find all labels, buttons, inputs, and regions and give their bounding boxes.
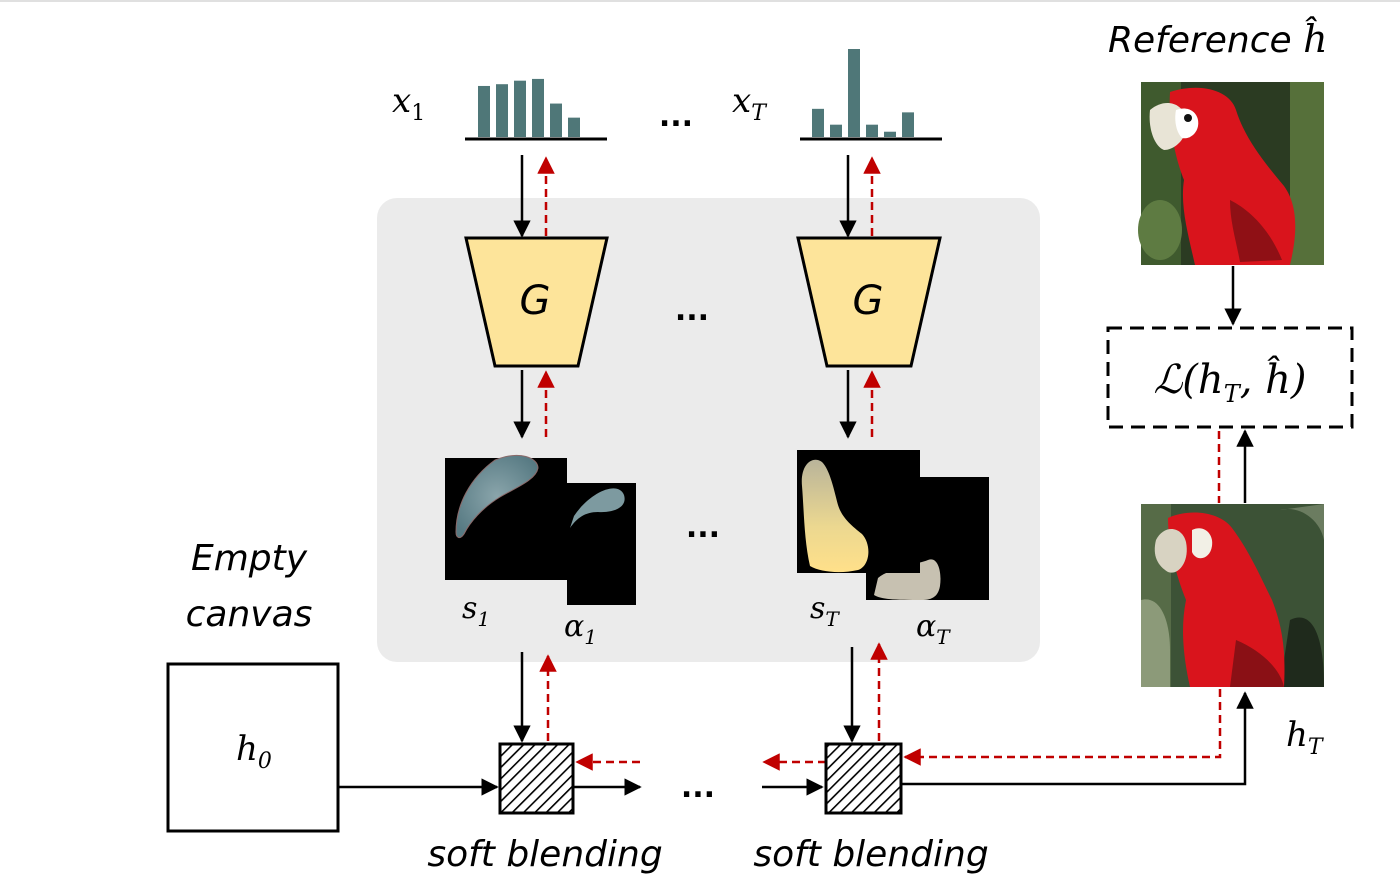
- generator-1: G: [464, 236, 609, 368]
- histogram-x1: [478, 78, 580, 137]
- canvas-h0-label: h0: [236, 729, 272, 774]
- generator-1-label: G: [520, 278, 551, 324]
- alpha-1-shape: [570, 488, 625, 528]
- loss-formula: ℒ(hT, ĥ): [1154, 356, 1307, 408]
- generator-1-trapezoid: [464, 236, 609, 368]
- blending-ellipsis: ...: [681, 770, 715, 805]
- histogram-xT-bar: [902, 112, 914, 137]
- generator-T-label: G: [853, 278, 884, 324]
- stroke-1-shape: [455, 455, 539, 539]
- reference-title: Reference ĥ: [1108, 17, 1328, 61]
- result-parrot-wing: [1230, 640, 1284, 687]
- histogram-x1-bar: [532, 78, 544, 137]
- output-stroke-1: [445, 455, 567, 580]
- backward-arrow-hT-to-blendT: [903, 689, 1222, 766]
- label-alphaT: αT: [916, 609, 951, 649]
- outputs-ellipsis: ...: [686, 510, 720, 545]
- generator-T-trapezoid: [796, 236, 942, 368]
- loss-box: [1106, 326, 1354, 429]
- reference-foliage-right: [1290, 82, 1324, 265]
- reference-image: [1138, 82, 1324, 265]
- empty-canvas-box: [166, 662, 340, 833]
- output-stroke-T: [797, 450, 920, 573]
- histogram-xT-bar: [812, 108, 824, 137]
- histogram-x1-bar: [514, 80, 526, 137]
- alpha-T-shape: [874, 559, 941, 600]
- histogram-xT-bar: [848, 49, 860, 137]
- histogram-xT-bar: [866, 124, 878, 137]
- result-hT-label: hT: [1286, 715, 1325, 760]
- forward-arrow-blendT-to-hT: [901, 691, 1254, 786]
- soft-blending-box-1: [498, 742, 575, 815]
- stroke-T-shape: [801, 459, 869, 573]
- input-x1-label: x1: [392, 81, 425, 126]
- reference-parrot-wing: [1230, 200, 1282, 262]
- histogram-x1-bar: [478, 85, 490, 137]
- histogram-x1-bar: [550, 103, 562, 137]
- histogram-xT-bar: [830, 124, 842, 137]
- histogram-xT: [812, 49, 914, 137]
- result-shape-bottom-right: [1280, 617, 1324, 687]
- inputs-ellipsis: ...: [659, 99, 693, 134]
- label-sT: sT: [810, 591, 840, 631]
- reference-foliage-spot: [1138, 200, 1182, 260]
- input-xT-label: xT: [732, 81, 768, 126]
- empty-canvas-caption-line1: Empty: [191, 538, 308, 579]
- result-parrot-face: [1192, 528, 1213, 559]
- output-alpha-1: [567, 483, 636, 605]
- result-shape-top-right: [1280, 504, 1324, 540]
- input-xT: xT: [732, 49, 942, 141]
- result-parrot-beak: [1154, 528, 1187, 573]
- histogram-xT-bar: [884, 131, 896, 137]
- soft-blending-caption-T: soft blending: [753, 834, 988, 875]
- histogram-x1-bar: [496, 84, 508, 137]
- result-shape-bottom-left: [1141, 599, 1170, 687]
- generator-T: G: [796, 236, 942, 368]
- soft-blending-box-T: [824, 742, 903, 815]
- empty-canvas-caption-line2: canvas: [186, 594, 313, 635]
- result-image-hT: [1141, 504, 1324, 687]
- soft-blending-caption-1: soft blending: [427, 834, 662, 875]
- histogram-x1-bar: [568, 117, 580, 137]
- label-s1: s1: [462, 591, 490, 631]
- reference-parrot-face: [1175, 108, 1199, 139]
- input-x1: x1: [392, 78, 607, 141]
- generators-ellipsis: ...: [675, 293, 709, 328]
- reference-parrot-eye: [1184, 114, 1192, 122]
- label-alpha1: α1: [564, 609, 597, 649]
- reference-parrot-body: [1169, 87, 1296, 265]
